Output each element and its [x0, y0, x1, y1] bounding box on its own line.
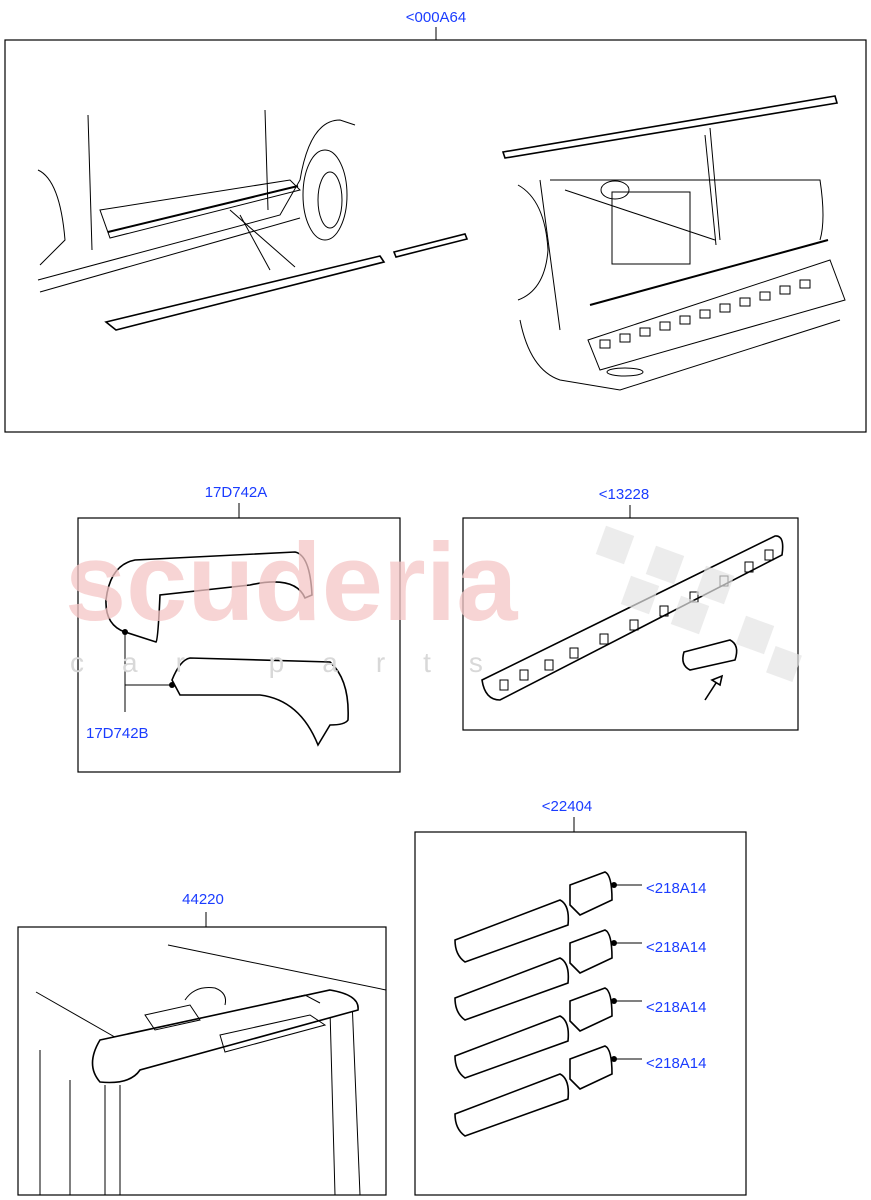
- rear-spoiler: [91, 989, 359, 1084]
- callout-17D742B[interactable]: 17D742B: [86, 725, 149, 742]
- diagram-box: [17, 926, 387, 1196]
- bumper-protector-group: <13228: [462, 486, 799, 731]
- door-handle: [454, 1045, 613, 1137]
- screw: [704, 674, 724, 701]
- mirror-cap-right: [171, 657, 349, 747]
- rear-vehicle-illustration: [501, 95, 846, 391]
- callout-218A14[interactable]: <218A14: [646, 939, 706, 956]
- exterior-trim-group: <000A64: [4, 9, 867, 433]
- diagram-box: [414, 831, 747, 1196]
- handle-cover-leaders: [611, 882, 642, 1062]
- mirror-caps-group: 17D742A 17D742B: [77, 484, 401, 773]
- mirror-cap-left: [105, 551, 313, 643]
- callout-218A14[interactable]: <218A14: [646, 880, 706, 897]
- callout-44220[interactable]: 44220: [182, 891, 224, 908]
- door-handle: [454, 929, 613, 1021]
- callout-000A64[interactable]: <000A64: [406, 9, 466, 26]
- callout-22404[interactable]: <22404: [542, 798, 592, 815]
- diagram-box: [4, 39, 867, 433]
- callout-13228[interactable]: <13228: [599, 486, 649, 503]
- callout-17D742A[interactable]: 17D742A: [205, 484, 268, 501]
- door-handle: [454, 987, 613, 1079]
- spoiler-group: 44220: [17, 891, 387, 1196]
- callout-218A14[interactable]: <218A14: [646, 1055, 706, 1072]
- door-handle: [454, 871, 613, 963]
- bumper-protector: [481, 535, 784, 701]
- bumper-clip: [682, 639, 738, 671]
- leader-line: [124, 632, 172, 712]
- door-handles-group: <22404 <218A14 <218A14 <218A14 <218A14: [414, 798, 747, 1196]
- callout-218A14[interactable]: <218A14: [646, 999, 706, 1016]
- side-vehicle-illustration: [37, 109, 469, 331]
